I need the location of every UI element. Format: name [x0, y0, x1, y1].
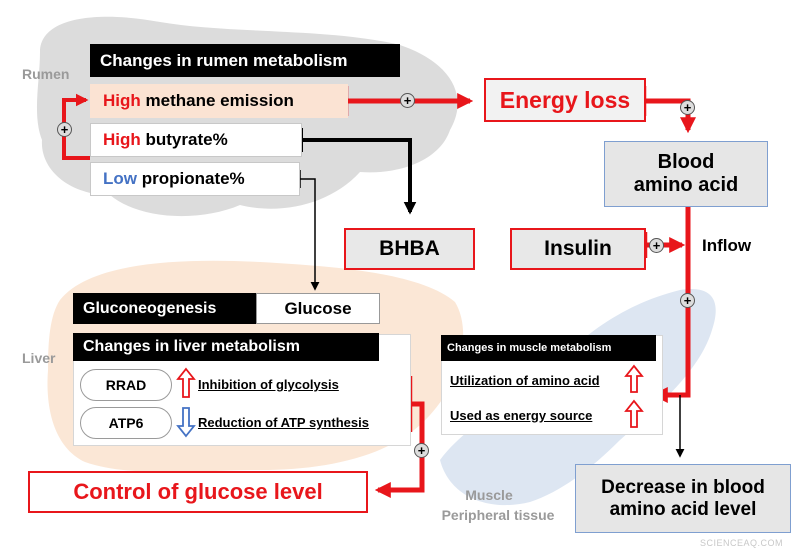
gluconeogenesis-header: Gluconeogenesis — [73, 293, 256, 324]
propionate-text: propionate% — [137, 169, 245, 188]
liver-region-label: Liver — [22, 350, 56, 366]
blood-amino-acid-line1: Blood — [657, 151, 715, 173]
plus-icon: + — [414, 443, 429, 458]
up-arrow-icon — [624, 399, 644, 434]
plus-icon: + — [649, 238, 664, 253]
rumen-region-label: Rumen — [22, 66, 70, 82]
muscle-metabolism-header: Changes in muscle metabolism — [441, 335, 656, 361]
decrease-line2: amino acid level — [609, 498, 757, 520]
gene-atp6-pill: ATP6 — [80, 407, 172, 439]
plus-icon: + — [680, 100, 695, 115]
bhba-box: BHBA — [344, 228, 475, 270]
energy-source-label: Used as energy source — [450, 408, 593, 423]
glucose-box: Glucose — [256, 293, 380, 324]
inhibition-glycolysis-label: Inhibition of glycolysis — [198, 377, 339, 392]
up-arrow-icon — [176, 367, 196, 404]
butyrate-level: High — [103, 130, 141, 149]
muscle-region-label: Muscle — [465, 487, 513, 503]
methane-text: methane emission — [140, 91, 294, 110]
blood-amino-acid-line2: amino acid — [633, 174, 739, 196]
gene-rrad-pill: RRAD — [80, 369, 172, 401]
watermark: SCIENCEAQ.COM — [700, 538, 784, 548]
down-arrow-icon — [176, 406, 196, 443]
plus-icon: + — [680, 293, 695, 308]
reduction-atp-label: Reduction of ATP synthesis — [198, 415, 369, 430]
insulin-box: Insulin — [510, 228, 646, 270]
peripheral-tissue-label: Peripheral tissue — [441, 507, 555, 523]
control-glucose-box: Control of glucose level — [28, 471, 368, 513]
butyrate-box: High butyrate% — [90, 123, 302, 157]
rumen-metabolism-header: Changes in rumen metabolism — [90, 44, 400, 77]
energy-loss-box: Energy loss — [484, 78, 646, 122]
inflow-label: Inflow — [702, 236, 752, 255]
utilization-amino-acid-label: Utilization of amino acid — [450, 373, 600, 388]
propionate-box: Low propionate% — [90, 162, 300, 196]
methane-emission-box: High methane emission — [90, 84, 348, 118]
blood-amino-acid-box: Blood amino acid — [604, 141, 768, 207]
butyrate-text: butyrate% — [140, 130, 228, 149]
up-arrow-icon — [624, 364, 644, 399]
decrease-line1: Decrease in blood — [601, 476, 765, 498]
decrease-amino-acid-box: Decrease in blood amino acid level — [575, 464, 791, 533]
plus-icon: + — [57, 122, 72, 137]
methane-level: High — [103, 91, 141, 110]
liver-metabolism-header: Changes in liver metabolism — [73, 333, 379, 361]
plus-icon: + — [400, 93, 415, 108]
propionate-level: Low — [103, 169, 137, 188]
